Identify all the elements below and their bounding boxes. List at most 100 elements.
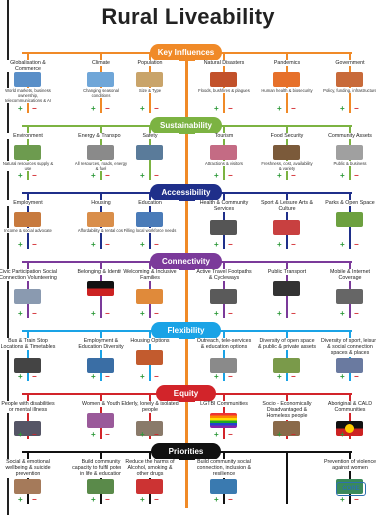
minus-sign: − (32, 495, 37, 504)
housing-options-icon (136, 350, 163, 365)
item-label: Employment & Education Diversity (72, 338, 130, 351)
plus-sign: + (214, 240, 219, 249)
minus-sign: − (105, 372, 110, 381)
item-label: Community Assets (321, 133, 376, 140)
worker-icon (14, 212, 41, 227)
wheelchair-icon (14, 421, 41, 436)
item-connector (27, 332, 29, 381)
plus-sign: + (91, 240, 96, 249)
item-caption: Human health & biosecurity (260, 88, 314, 93)
minus-sign: − (32, 430, 37, 439)
item-caption: Affordability & rental cost (74, 228, 128, 233)
wellbeing-icon (14, 479, 41, 494)
item-label: Parks & Open Space (321, 200, 376, 207)
plus-sign: + (140, 495, 145, 504)
plus-sign: + (140, 372, 145, 381)
elderly-icon (136, 421, 163, 436)
item-label: Pandemics (258, 60, 316, 67)
stop-icon (14, 358, 41, 373)
item-label: Elderly, lonely & isolated people (121, 401, 179, 414)
item-label: Food Security (258, 133, 316, 140)
item-caption: World markets, business ownership, telec… (1, 88, 55, 103)
plus-sign: + (18, 240, 23, 249)
plus-sign: + (340, 372, 345, 381)
minus-sign: − (105, 495, 110, 504)
item-label: Welcoming & Inclusive Families (121, 269, 179, 282)
plus-sign: + (214, 495, 219, 504)
minus-sign: − (291, 372, 296, 381)
item-caption: Income & social advocate (1, 228, 55, 233)
minus-sign: − (291, 309, 296, 318)
plus-sign: + (18, 171, 23, 180)
item-connector (149, 395, 151, 439)
item-label: Environment (0, 133, 57, 140)
plus-sign: + (214, 171, 219, 180)
plus-sign: + (140, 240, 145, 249)
minus-sign: − (105, 171, 110, 180)
plus-sign: + (214, 104, 219, 113)
item-label: Aboriginal & CALD Communities (321, 401, 376, 414)
minus-sign: − (354, 430, 359, 439)
item-label: Globalisation & Commerce (0, 60, 57, 73)
plus-sign: + (140, 104, 145, 113)
food-icon (273, 145, 300, 160)
minus-sign: − (105, 240, 110, 249)
hub-flexibility: Flexibility (151, 322, 221, 339)
health-icon (210, 220, 237, 235)
minus-sign: − (154, 309, 159, 318)
item-label: Employment (0, 200, 57, 207)
minus-sign: − (228, 309, 233, 318)
item-label: Socio - Economically Disadvantaged & Hom… (258, 401, 316, 420)
minus-sign: − (354, 104, 359, 113)
item-caption: Changing seasonal conditions (74, 88, 128, 98)
minus-sign: − (154, 240, 159, 249)
item-label: LGTBI Communities (195, 401, 253, 408)
plus-sign: + (18, 104, 23, 113)
item-label: Active Travel Footpaths & Cycleways (195, 269, 253, 282)
plus-sign: + (18, 309, 23, 318)
mobile-icon (336, 289, 363, 304)
item-caption: Filling local workforce needs (123, 228, 177, 233)
diversity-icon (87, 358, 114, 373)
group-icon (14, 289, 41, 304)
item-label: People with disabilities or mental illne… (0, 401, 57, 414)
plus-sign: + (214, 430, 219, 439)
women-icon (87, 413, 114, 428)
minus-sign: − (228, 240, 233, 249)
hub-equity: Equity (156, 385, 216, 402)
people-icon (136, 72, 163, 87)
item-connector (223, 332, 225, 381)
park-icon (336, 212, 363, 227)
harm-icon (136, 479, 163, 494)
outreach-icon (210, 358, 237, 373)
plus-sign: + (340, 240, 345, 249)
item-label: Government (321, 60, 376, 67)
plus-sign: + (140, 171, 145, 180)
plus-sign: + (140, 309, 145, 318)
flag-icon (87, 281, 114, 296)
item-label: Reduce the harms of Alcohol, smoking & o… (121, 459, 179, 478)
plus-sign: + (214, 372, 219, 381)
plus-sign: + (18, 430, 23, 439)
minus-sign: − (105, 430, 110, 439)
landscape-icon (14, 145, 41, 160)
minus-sign: − (154, 171, 159, 180)
item-label: Build community capacity to fulfil poten… (72, 459, 130, 478)
building-icon (336, 72, 363, 87)
item-label: Climate (72, 60, 130, 67)
minus-sign: − (32, 104, 37, 113)
item-caption: All resources, roads, energy & fuel (74, 161, 128, 171)
minus-sign: − (228, 171, 233, 180)
plus-sign: + (277, 104, 282, 113)
bus-icon (273, 281, 300, 296)
item-connector (349, 453, 351, 504)
item-caption: Freshness, cost, availability & variety (260, 161, 314, 171)
item-connector (223, 453, 225, 504)
virus-icon (273, 72, 300, 87)
left-border-line (7, 0, 9, 515)
item-connector (286, 332, 288, 381)
item-label: Energy & Transport (72, 133, 130, 140)
family-icon (136, 289, 163, 304)
item-label: Education (121, 200, 179, 207)
